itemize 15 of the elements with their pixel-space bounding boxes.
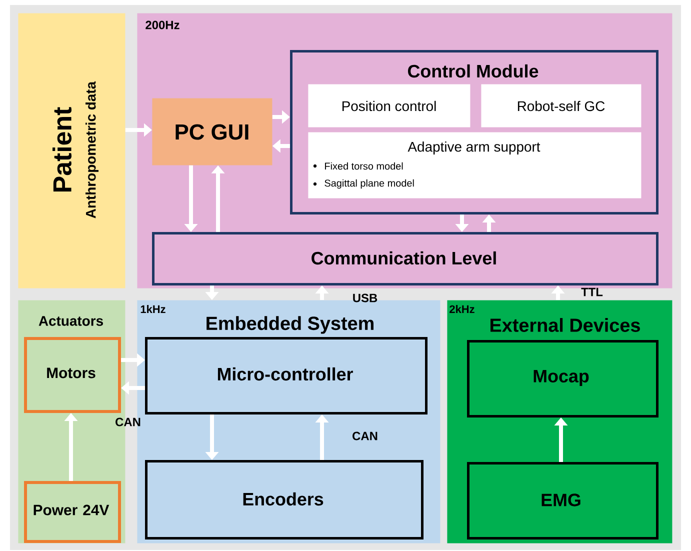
controller-box: Micro-controller <box>145 337 428 414</box>
edge-label: CAN <box>352 432 378 440</box>
control-box: Robot-self GC <box>481 84 642 128</box>
emg-box: EMG <box>467 462 658 540</box>
level-box: Communication Level <box>152 232 658 286</box>
edge-label: USB <box>353 294 378 302</box>
control-box: Position control <box>308 84 470 128</box>
support-box: Adaptive arm support Fixed torso model Sagittal plane model <box>308 132 642 198</box>
power-box: Power 24V <box>24 481 121 543</box>
motor-box: Motors <box>24 337 121 413</box>
encoder-box: Encoders <box>145 460 424 540</box>
gui-box: PC GUI <box>152 98 272 166</box>
patient-panel: Patient Anthropometric data <box>18 13 126 288</box>
mocap-box: Mocap <box>467 340 658 418</box>
edge-label: TTL <box>581 288 603 296</box>
